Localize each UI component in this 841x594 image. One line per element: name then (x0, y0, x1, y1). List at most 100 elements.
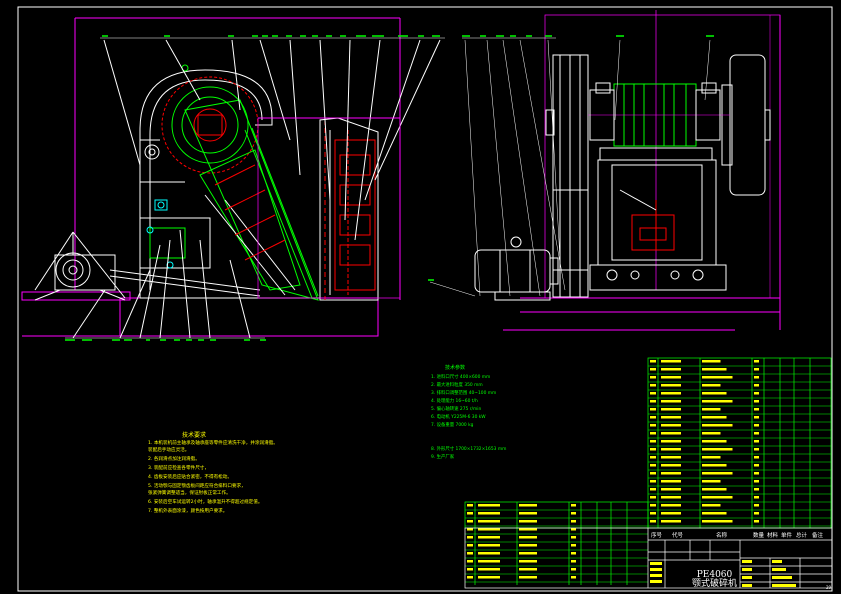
parts-entry-mark (702, 432, 721, 435)
parts-entry-mark (754, 448, 759, 451)
parts-entry-mark (650, 360, 656, 363)
parts-entry-mark (478, 544, 500, 547)
note-line: 2. 各润滑点加注润滑脂。 (148, 457, 200, 462)
note-line: 7. 整机外表面涂漆，颜色按用户要求。 (148, 509, 228, 514)
note-line: 4. 齿板安装后应贴合紧密，不得有松动。 (148, 475, 232, 480)
parts-entry-mark (754, 456, 759, 459)
parts-entry-mark (571, 520, 576, 523)
note-line: 6. 安装后空车试运转2小时，轴承温升不得超过规定值。 (148, 500, 263, 505)
note-line: 张紧弹簧调整适当，保证肘板正常工作。 (148, 491, 231, 496)
parts-entry-mark (478, 512, 500, 515)
parts-entry-mark (650, 440, 656, 443)
parts-entry-mark (661, 360, 681, 363)
parts-entry-mark (519, 544, 537, 547)
technical-requirements-title: 技术要求 (182, 432, 207, 439)
parts-entry-mark (571, 544, 576, 547)
parts-entry-mark (650, 424, 656, 427)
parts-entry-mark (478, 520, 500, 523)
parts-entry-mark (650, 384, 656, 387)
parts-entry-mark (519, 504, 537, 507)
parts-entry-mark (519, 528, 537, 531)
model-number: PE4060 (696, 570, 733, 580)
parts-entry-mark (571, 512, 576, 515)
parts-entry-mark (661, 400, 681, 403)
parts-entry-mark (661, 424, 681, 427)
parts-entry-mark (702, 496, 733, 499)
parts-entry-mark (519, 520, 537, 523)
parts-entry-mark (650, 376, 656, 379)
parts-entry-mark (754, 360, 759, 363)
parts-entry-mark (702, 488, 727, 491)
parts-entry-mark (702, 400, 733, 403)
parts-entry-mark (650, 456, 656, 459)
title-block (464, 527, 833, 589)
parts-entry-mark (702, 520, 733, 523)
parts-entry-mark (661, 472, 681, 475)
param-row: 9. 生产厂家 (431, 455, 455, 460)
parts-entry-mark (661, 456, 681, 459)
parts-entry-mark (650, 408, 656, 411)
header-total: 总计 (796, 533, 808, 539)
parts-entry-mark (650, 448, 656, 451)
parts-entry-mark (467, 512, 473, 515)
parts-entry-mark (661, 512, 681, 515)
parts-entry-mark (478, 528, 500, 531)
parts-entry-mark (467, 560, 473, 563)
note-line: 1. 本机装机前主轴承及轴承座等零件应清洗干净，并涂润滑脂。 (148, 441, 278, 446)
parts-entry-mark (702, 440, 727, 443)
parts-entry-mark (754, 496, 759, 499)
parts-entry-mark (661, 520, 681, 523)
parts-entry-mark (702, 392, 727, 395)
header-unit: 单件 (781, 533, 793, 539)
parts-entry-mark (661, 504, 681, 507)
parts-entry-mark (650, 496, 656, 499)
parts-entry-mark (754, 520, 759, 523)
header-remark: 备注 (812, 533, 824, 539)
parts-entry-mark (571, 568, 576, 571)
parts-entry-mark (519, 536, 537, 539)
front-view (429, 10, 781, 331)
parts-entry-mark (702, 416, 727, 419)
parts-entry-mark (650, 432, 656, 435)
front-view-tags (428, 35, 714, 281)
parts-entry-mark (754, 368, 759, 371)
parts-entry-mark (754, 432, 759, 435)
parts-entry-mark (650, 480, 656, 483)
parts-entry-mark (478, 552, 500, 555)
parts-entry-mark (650, 368, 656, 371)
parts-entry-mark (519, 552, 537, 555)
parts-entry-mark (571, 552, 576, 555)
parts-entry-mark (519, 560, 537, 563)
parts-entry-mark (661, 368, 681, 371)
parts-entry-mark (754, 440, 759, 443)
page-number: 29 (826, 585, 832, 590)
parts-entry-mark (754, 464, 759, 467)
parts-entry-mark (467, 568, 473, 571)
parts-entry-mark (661, 488, 681, 491)
note-line: 5. 活动颚与固定颚齿板间距应符合排料口要求， (148, 484, 246, 489)
parts-entry-mark (702, 456, 721, 459)
parts-entry-mark (702, 360, 721, 363)
parts-entry-mark (702, 504, 721, 507)
parts-entry-mark (661, 432, 681, 435)
parts-entry-mark (754, 504, 759, 507)
header-material: 材料 (767, 533, 779, 539)
parts-entry-mark (702, 480, 721, 483)
param-row: 7. 设备重量 7000 kg (431, 423, 474, 428)
parts-entry-mark (467, 520, 473, 523)
parts-entry-mark (650, 400, 656, 403)
title-block-entries (650, 560, 796, 587)
parts-entry-mark (661, 496, 681, 499)
parts-entry-mark (661, 392, 681, 395)
param-row: 4. 处理能力 16~60 t/h (431, 399, 478, 404)
parts-entry-mark (467, 536, 473, 539)
param-row: 6. 电动机 Y225M-6 30 kW (431, 415, 486, 420)
parts-entry-mark (467, 528, 473, 531)
note-line: 3. 装配前应检查各零件尺寸， (148, 466, 209, 471)
parts-entry-mark (661, 480, 681, 483)
parts-entry-mark (650, 512, 656, 515)
parts-entry-mark (702, 368, 727, 371)
parts-entry-mark (702, 408, 721, 411)
parts-entry-mark (650, 416, 656, 419)
parts-entry-mark (650, 392, 656, 395)
